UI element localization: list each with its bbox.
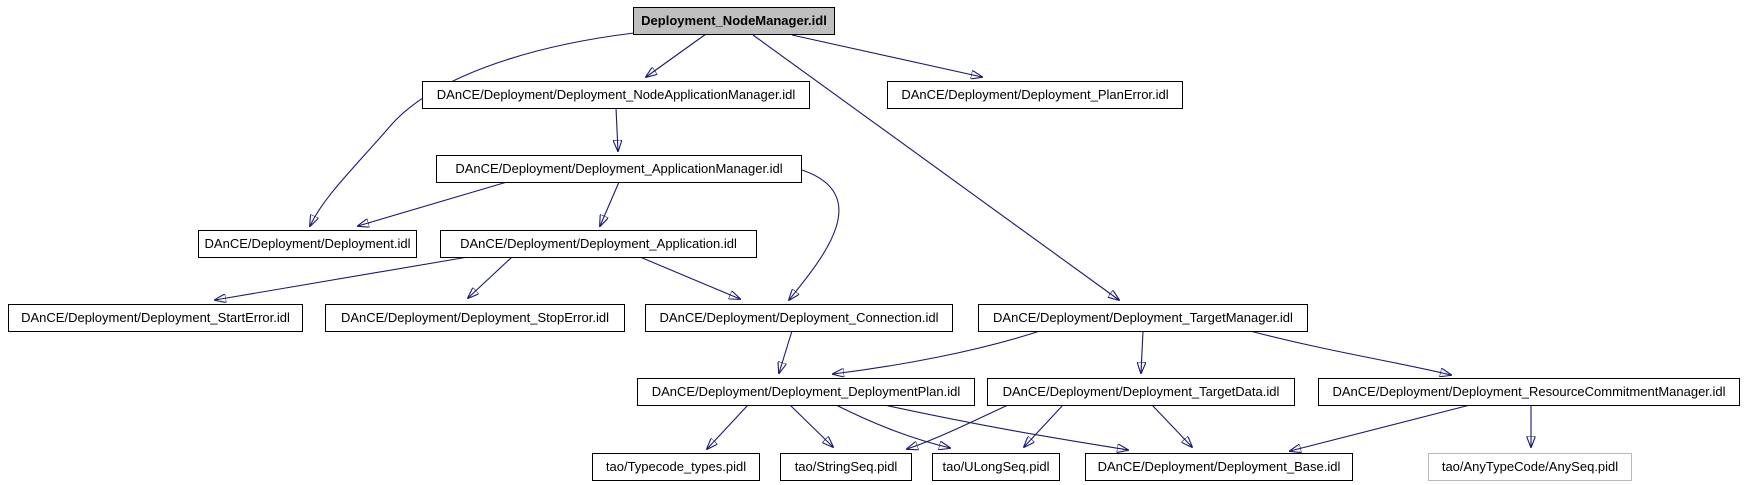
edge-connection-to-deployment-plan	[779, 330, 793, 373]
node-plan-error[interactable]: DAnCE/Deployment/Deployment_PlanError.id…	[887, 81, 1183, 109]
edge-application-to-connection	[639, 256, 740, 299]
node-typecode-types[interactable]: tao/Typecode_types.pidl	[592, 453, 760, 481]
edge-resource-commitment-manager-to-base	[1290, 404, 1471, 451]
edge-deployment-plan-to-base	[883, 404, 1128, 450]
edge-target-data-to-string-seq	[907, 404, 1009, 449]
node-deployment-plan[interactable]: DAnCE/Deployment/Deployment_DeploymentPl…	[637, 378, 975, 406]
node-string-seq[interactable]: tao/StringSeq.pidl	[780, 453, 912, 481]
node-node-application-manager[interactable]: DAnCE/Deployment/Deployment_NodeApplicat…	[422, 81, 810, 109]
edge-application-manager-to-deployment	[358, 181, 508, 226]
node-deployment[interactable]: DAnCE/Deployment/Deployment.idl	[198, 230, 417, 258]
edge-target-manager-to-deployment-plan	[833, 330, 1041, 374]
edge-deployment-plan-to-typecode-types	[707, 404, 749, 449]
node-target-manager[interactable]: DAnCE/Deployment/Deployment_TargetManage…	[978, 304, 1308, 332]
edge-root-to-node-application-manager	[646, 33, 707, 77]
edge-deployment-plan-to-ulong-seq	[835, 404, 950, 448]
node-stop-error[interactable]: DAnCE/Deployment/Deployment_StopError.id…	[325, 304, 625, 332]
edge-root-to-target-manager	[752, 34, 1119, 300]
node-resource-commitment-manager[interactable]: DAnCE/Deployment/Deployment_ResourceComm…	[1318, 378, 1740, 406]
node-application-manager[interactable]: DAnCE/Deployment/Deployment_ApplicationM…	[436, 155, 802, 183]
edge-root-to-plan-error	[791, 34, 982, 77]
edge-deployment-plan-to-string-seq	[789, 404, 833, 447]
node-target-data[interactable]: DAnCE/Deployment/Deployment_TargetData.i…	[987, 378, 1295, 406]
edge-target-manager-to-resource-commitment-manager	[1249, 330, 1451, 375]
edge-node-application-manager-to-application-manager	[616, 107, 618, 151]
edge-application-manager-to-connection	[789, 169, 840, 300]
node-start-error[interactable]: DAnCE/Deployment/Deployment_StartError.i…	[8, 304, 303, 332]
node-ulong-seq[interactable]: tao/ULongSeq.pidl	[932, 453, 1060, 481]
edge-target-data-to-base	[1151, 404, 1192, 447]
node-connection[interactable]: DAnCE/Deployment/Deployment_Connection.i…	[645, 304, 953, 332]
edge-root-to-deployment	[310, 32, 635, 226]
edge-target-data-to-ulong-seq	[1024, 404, 1064, 447]
node-any-seq: tao/AnyTypeCode/AnySeq.pidl	[1428, 453, 1632, 481]
node-application[interactable]: DAnCE/Deployment/Deployment_Application.…	[440, 230, 757, 258]
edge-application-to-start-error	[215, 256, 469, 300]
node-root: Deployment_NodeManager.idl	[633, 7, 835, 35]
edge-application-manager-to-application	[600, 181, 620, 226]
edge-target-manager-to-target-data	[1141, 330, 1143, 373]
node-base[interactable]: DAnCE/Deployment/Deployment_Base.idl	[1085, 453, 1353, 481]
edge-application-to-stop-error	[468, 256, 513, 298]
